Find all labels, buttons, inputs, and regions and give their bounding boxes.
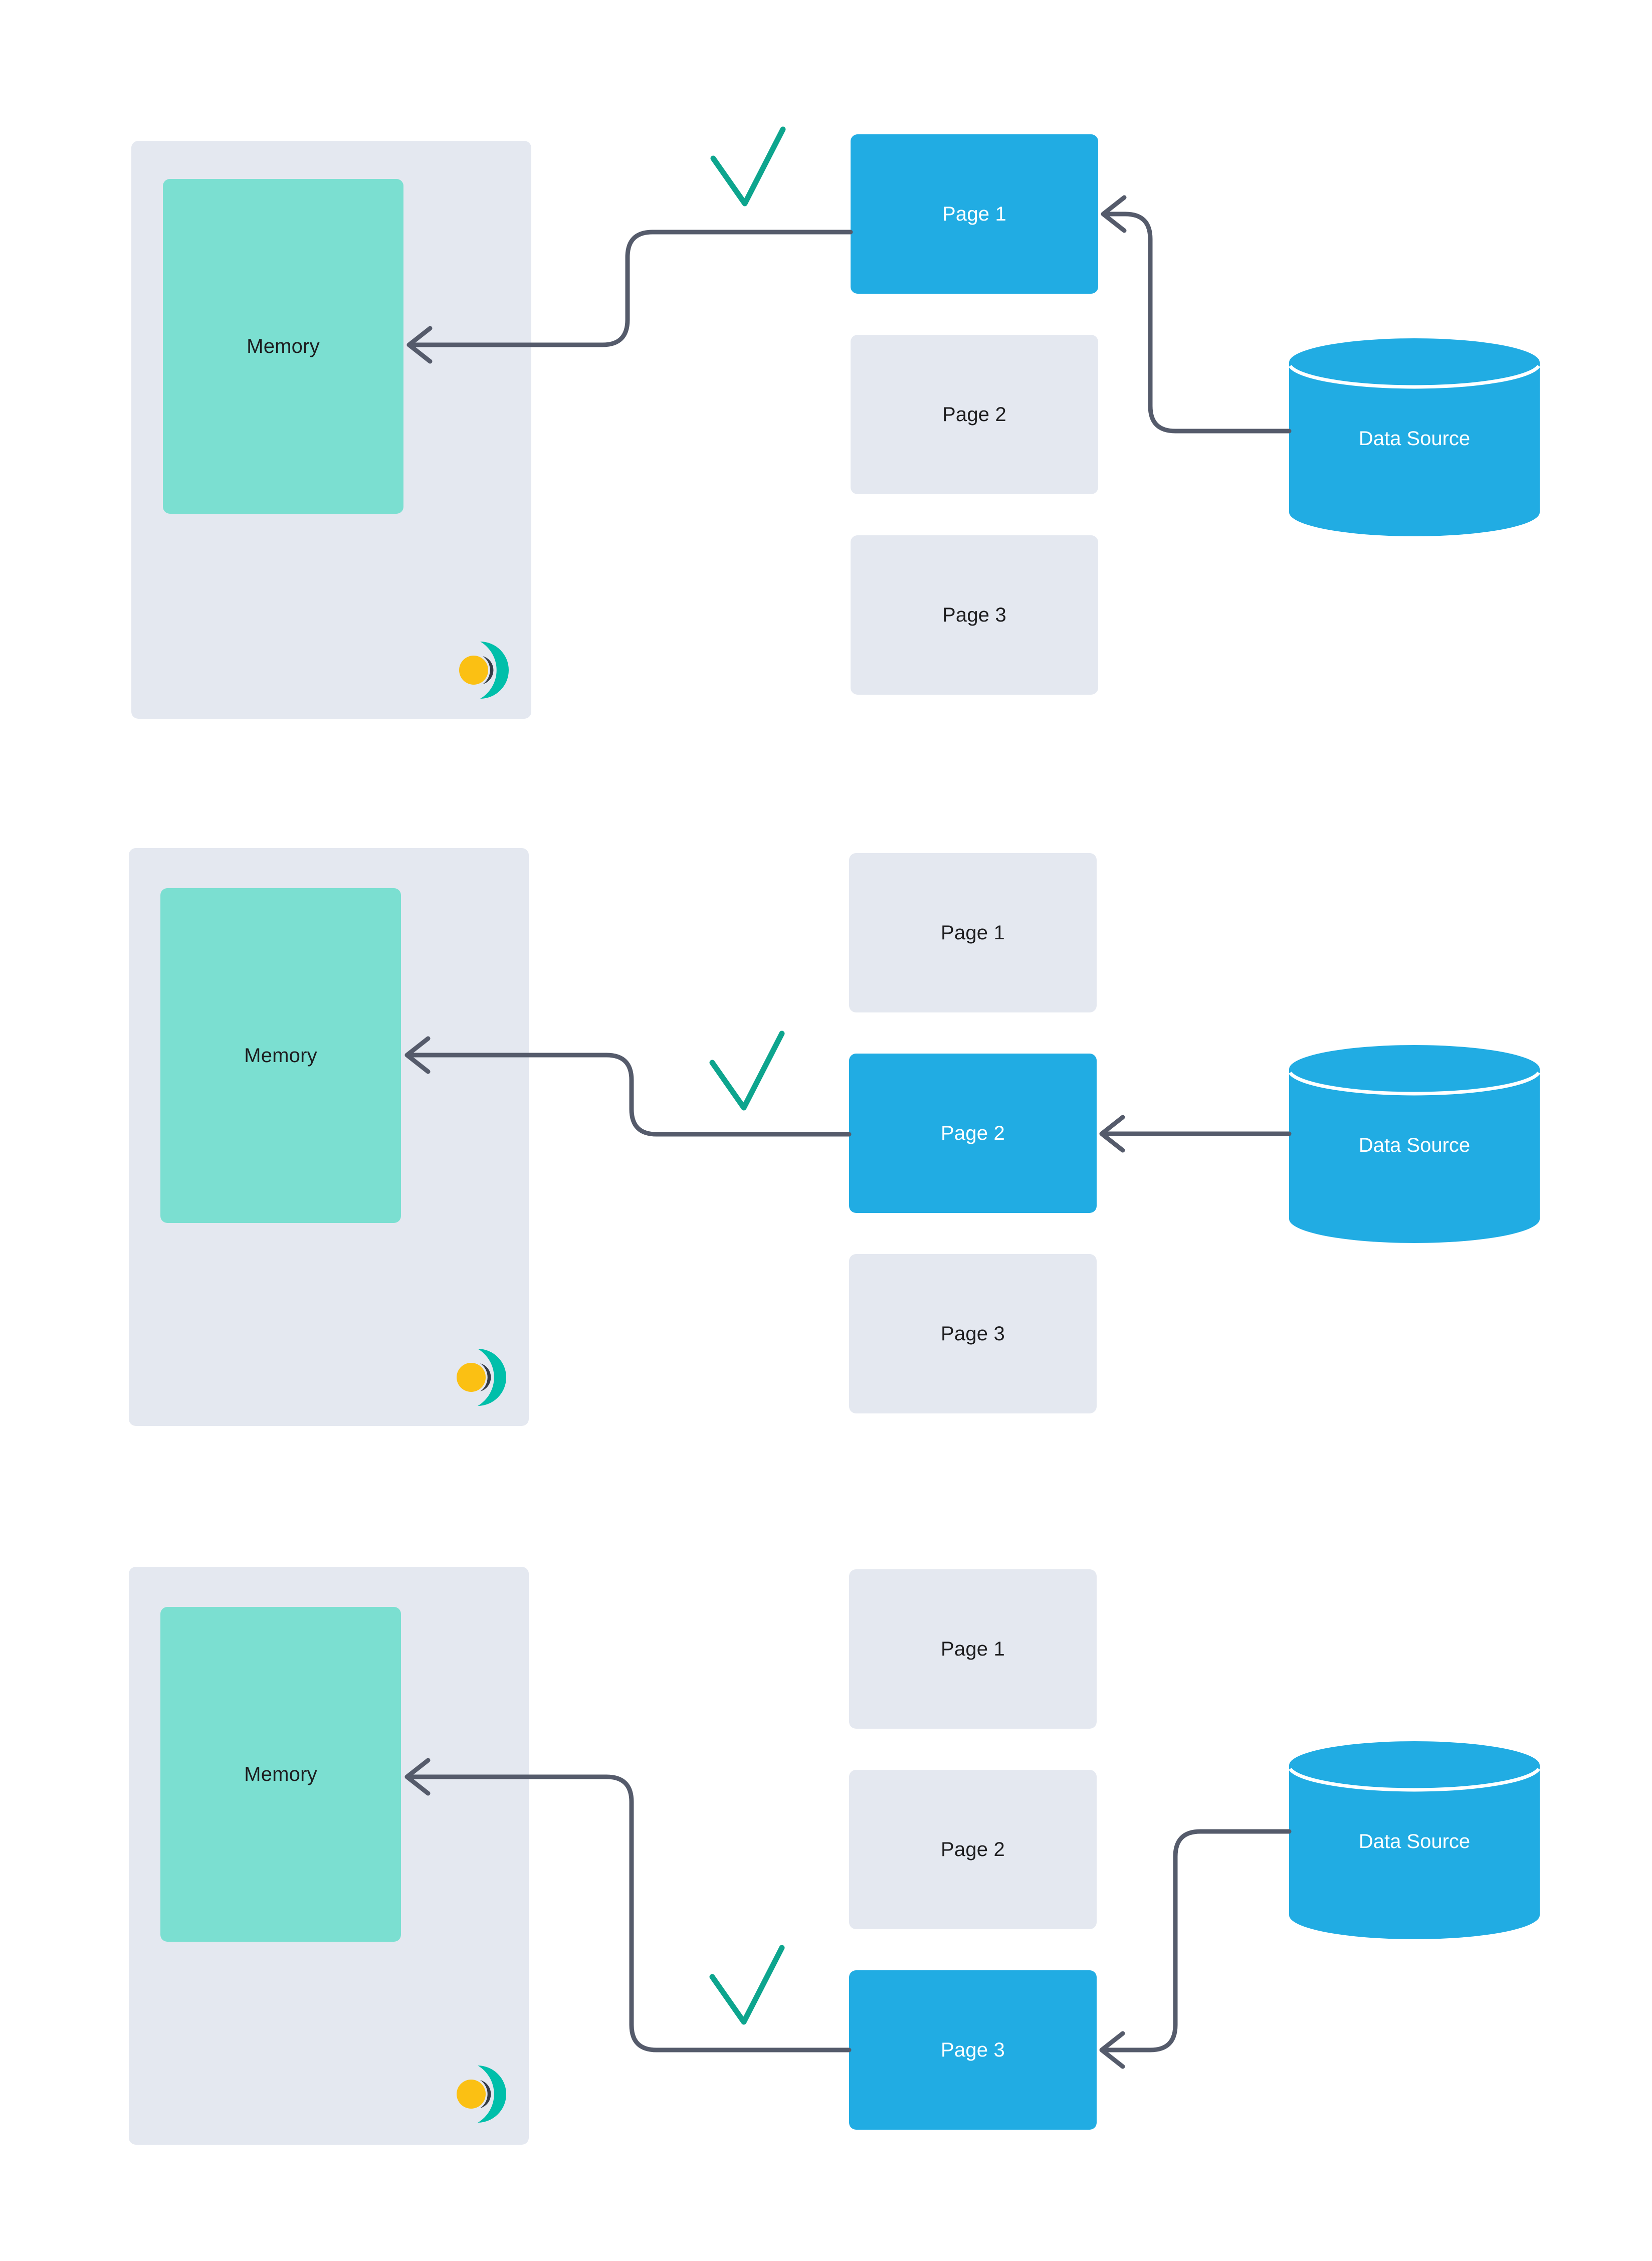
arrow-datasource-to-page3-3	[1101, 1829, 1292, 2052]
page-box-1-3[interactable]: Page 3	[851, 535, 1098, 695]
eclipse-logo-3	[449, 1562, 519, 1627]
page-box-3-1[interactable]: Page 1	[849, 1569, 1097, 1729]
page-label-3-1: Page 1	[941, 1638, 1005, 1660]
memory-label-1: Memory	[247, 335, 320, 357]
page-label-3-2: Page 2	[941, 1838, 1005, 1861]
page-label-3-3: Page 3	[941, 2039, 1005, 2061]
cylinder-shape-1	[1289, 338, 1540, 536]
eclipse-logo-2	[457, 1349, 506, 1406]
arrowhead-datasource-to-page1-1	[1101, 195, 1127, 233]
eclipse-logo-3b	[457, 2066, 506, 2123]
page-box-2-3[interactable]: Page 3	[849, 1254, 1097, 1413]
page-box-1-1[interactable]: Page 1	[851, 134, 1098, 294]
page-label-1-1: Page 1	[942, 203, 1006, 225]
data-source-2[interactable]: Data Source	[1289, 1045, 1540, 1243]
page-box-2-2[interactable]: Page 2	[849, 1054, 1097, 1213]
page-label-2-1: Page 1	[941, 922, 1005, 944]
page-box-3-3[interactable]: Page 3	[849, 1970, 1097, 2130]
memory-label-2: Memory	[244, 1045, 317, 1067]
data-source-1[interactable]: Data Source	[1289, 338, 1540, 536]
memory-box-1[interactable]: Memory	[163, 179, 403, 514]
eclipse-logo-1	[459, 642, 509, 699]
page-box-2-1[interactable]: Page 1	[849, 853, 1097, 1012]
page-label-2-2: Page 2	[941, 1122, 1005, 1144]
cylinder-shape-3	[1289, 1741, 1540, 1939]
arrowhead-datasource-to-page2-2	[1099, 1115, 1125, 1153]
arrowhead-datasource-to-page3-3	[1099, 2031, 1125, 2069]
memory-box-3[interactable]: Memory	[160, 1607, 401, 1942]
page-label-1-2: Page 2	[942, 403, 1006, 426]
memory-box-2[interactable]: Memory	[160, 888, 401, 1223]
arrow-datasource-to-page1-1	[1103, 212, 1292, 434]
page-box-3-2[interactable]: Page 2	[849, 1770, 1097, 1929]
data-source-3[interactable]: Data Source	[1289, 1741, 1540, 1939]
page-box-1-2[interactable]: Page 2	[851, 335, 1098, 494]
page-label-2-3: Page 3	[941, 1323, 1005, 1345]
cylinder-shape-2	[1289, 1045, 1540, 1243]
page-label-1-3: Page 3	[942, 604, 1006, 626]
memory-label-3: Memory	[244, 1763, 317, 1785]
